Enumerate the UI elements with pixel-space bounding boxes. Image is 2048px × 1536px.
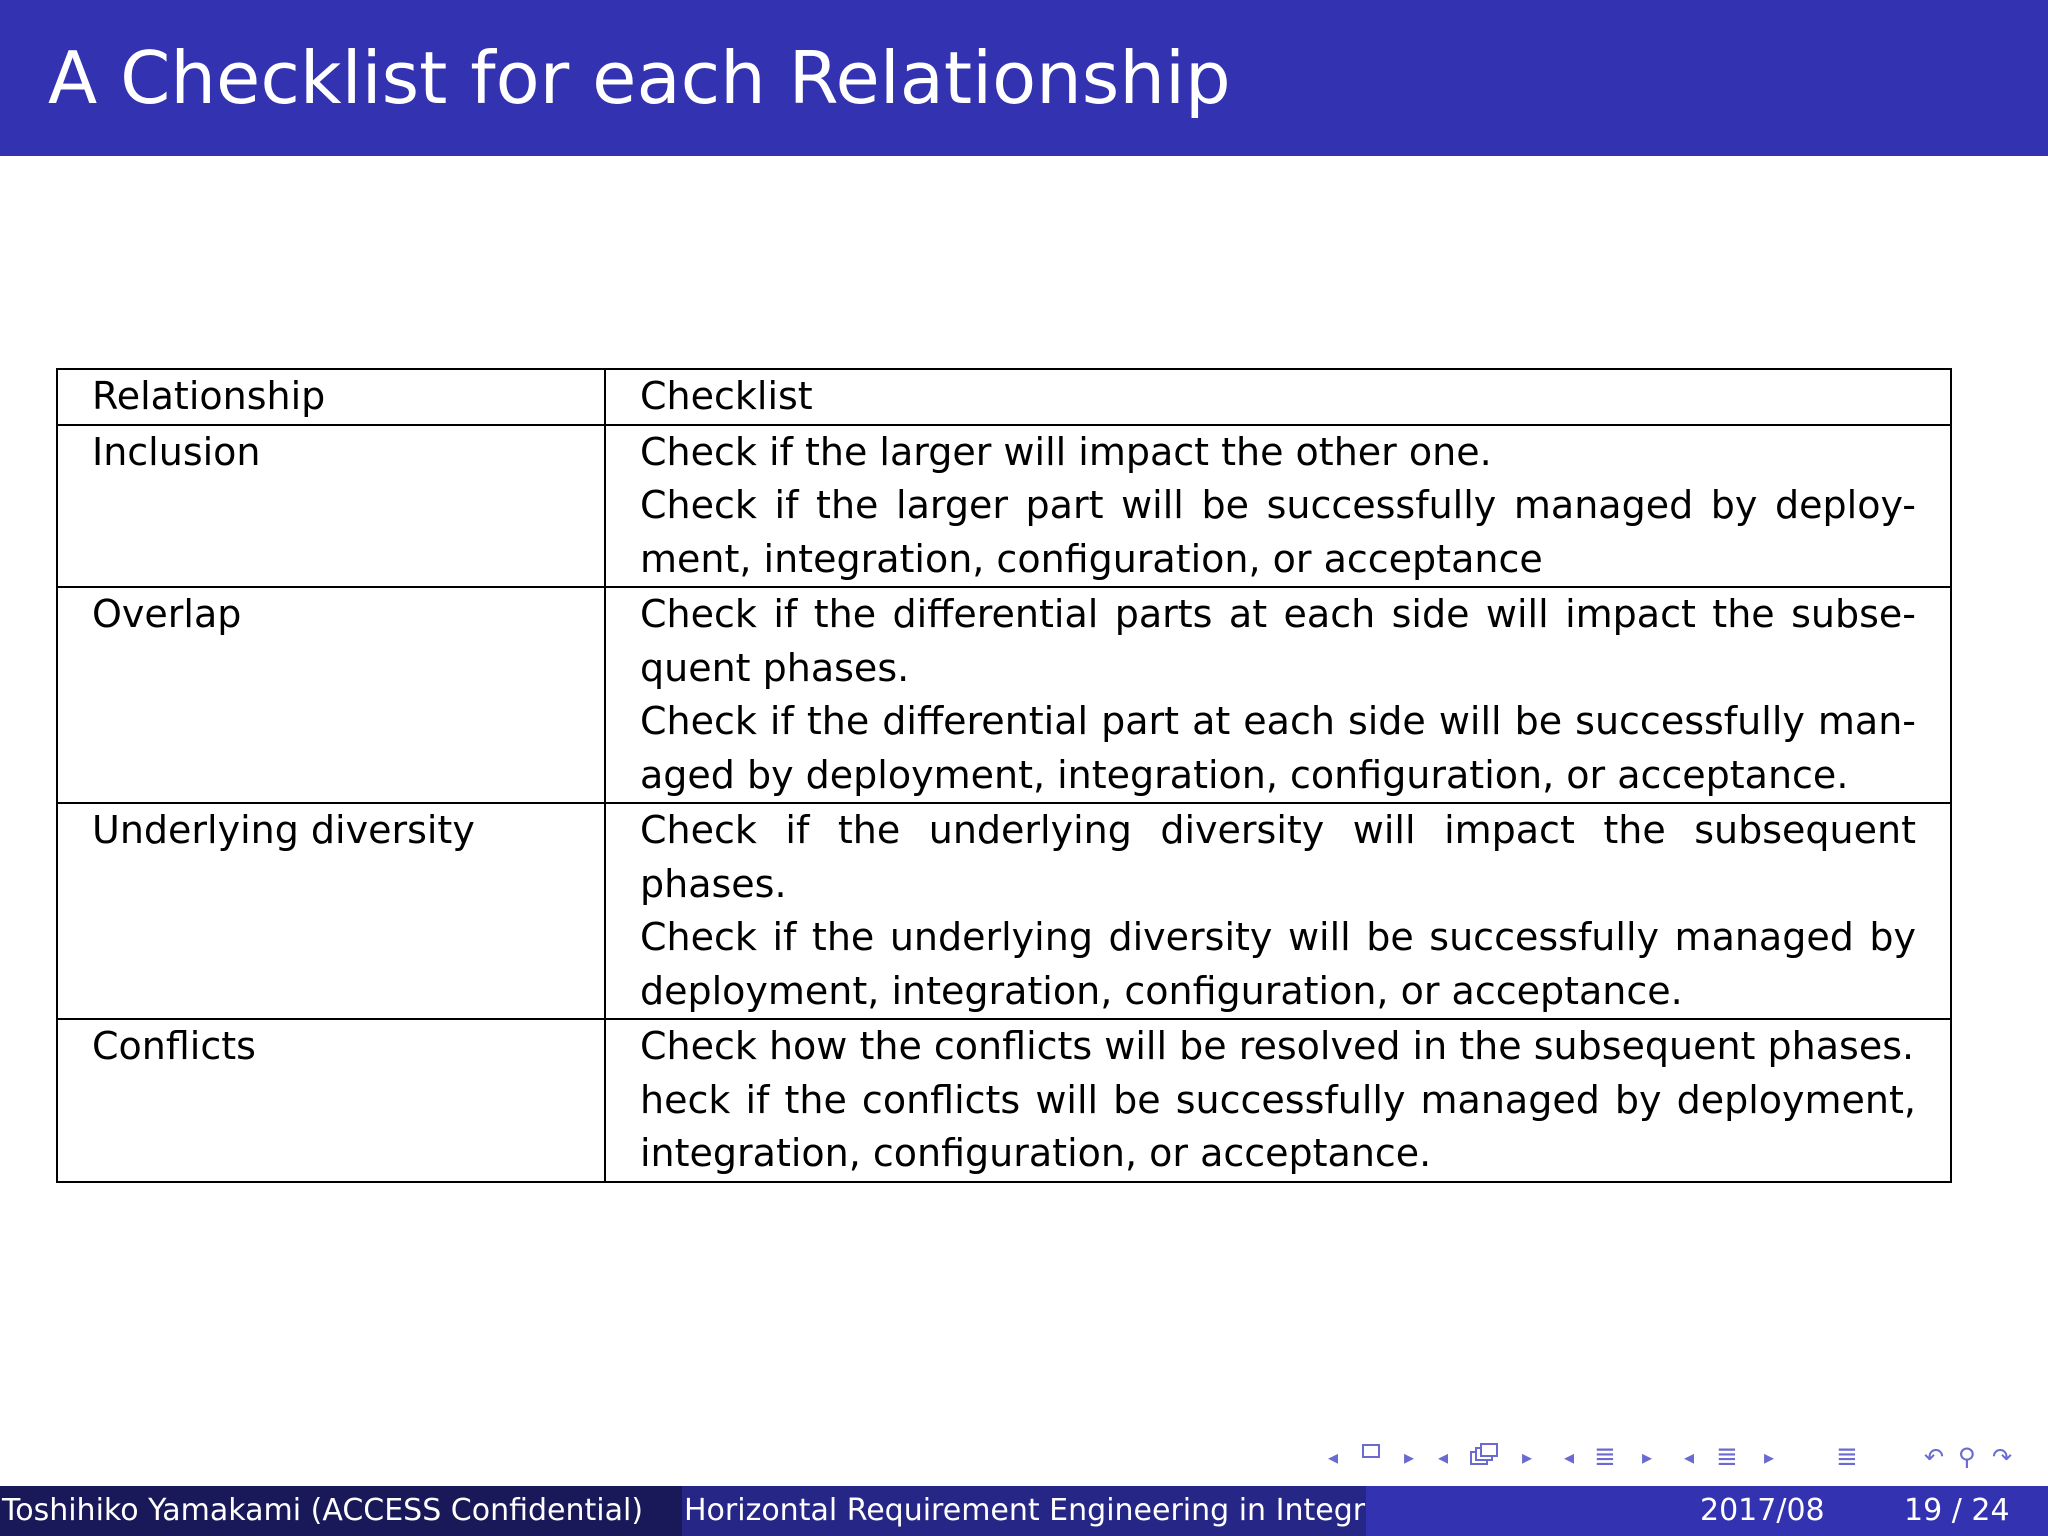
footer-date: 2017/08 <box>1700 1493 1825 1528</box>
table-header-row: Relationship Checklist <box>56 368 1952 426</box>
subsection-next-2-icon[interactable]: ▸ <box>1764 1445 1775 1469</box>
relationship-cell: Overlap <box>56 586 606 804</box>
subsection-icon[interactable] <box>1470 1442 1500 1466</box>
subsection-next-icon[interactable]: ▸ <box>1522 1445 1533 1469</box>
header-checklist: Checklist <box>604 368 1952 426</box>
footer-talk-title: Horizontal Requirement Engineering in In… <box>684 1493 1366 1528</box>
footer-info-block: 2017/08 19 / 24 <box>1366 1486 2048 1536</box>
checklist-item: Check if the underlying diversity will b… <box>640 915 1916 1013</box>
checklist-item: Check if the larger part will be success… <box>640 483 1916 581</box>
footer-author-block: Toshihiko Yamakami (ACCESS Confidential) <box>0 1486 682 1536</box>
frame-next-icon[interactable]: ▸ <box>1404 1445 1415 1469</box>
footer-page-number: 19 / 24 <box>1904 1493 2010 1528</box>
relationship-cell: Conflicts <box>56 1018 606 1183</box>
subsection-prev-2-icon[interactable]: ◂ <box>1684 1445 1695 1469</box>
redo-icon[interactable]: ↷ <box>1992 1443 2013 1471</box>
table-row: Overlap Check if the differential parts a… <box>56 586 1952 804</box>
checklist-item: heck if the conflicts will be successful… <box>640 1077 1916 1176</box>
undo-icon[interactable]: ↶ <box>1924 1443 1945 1471</box>
table-row: Conflicts Check how the conflicts will be… <box>56 1018 1952 1183</box>
section-next-icon[interactable]: ▸ <box>1642 1445 1653 1469</box>
checklist-cell: Check how the conflicts will be resolved… <box>604 1018 1952 1183</box>
slide-title: A Checklist for each Relationship <box>48 36 1231 120</box>
title-bar: A Checklist for each Relationship <box>0 0 2048 156</box>
relationship-cell: Underlying diversity <box>56 802 606 1020</box>
search-icon[interactable]: ⚲ <box>1958 1443 1976 1471</box>
checklist-cell: Check if the underlying diversity will i… <box>604 802 1952 1020</box>
checklist-cell: Check if the larger will impact the othe… <box>604 423 1952 588</box>
header-relationship: Relationship <box>56 368 606 426</box>
checklist-cell: Check if the differential parts at each … <box>604 586 1952 804</box>
checklist-item: Check if the differential part at each s… <box>640 699 1916 797</box>
subsection-2-icon[interactable]: ≣ <box>1716 1442 1738 1472</box>
table-row: Inclusion Check if the larger will impact… <box>56 423 1952 588</box>
checklist-item: Check how the conflicts will be resolved… <box>640 1024 1915 1068</box>
section-icon[interactable]: ≣ <box>1594 1442 1616 1472</box>
subsection-prev-icon[interactable]: ◂ <box>1438 1445 1449 1469</box>
toc-icon[interactable]: ≣ <box>1836 1442 1858 1472</box>
checklist-item: Check if the differential parts at each … <box>640 592 1916 690</box>
section-prev-icon[interactable]: ◂ <box>1564 1445 1575 1469</box>
footer: Toshihiko Yamakami (ACCESS Confidential)… <box>0 1486 2048 1536</box>
checklist-item: Check if the larger will impact the othe… <box>640 429 1492 474</box>
relationship-cell: Inclusion <box>56 423 606 588</box>
frame-prev-icon[interactable]: ◂ <box>1328 1445 1339 1469</box>
footer-title-block: Horizontal Requirement Engineering in In… <box>682 1486 1366 1536</box>
footer-author: Toshihiko Yamakami (ACCESS Confidential) <box>2 1493 644 1528</box>
frame-icon[interactable] <box>1362 1444 1380 1458</box>
checklist-item: Check if the underlying diversity will i… <box>640 808 1916 906</box>
